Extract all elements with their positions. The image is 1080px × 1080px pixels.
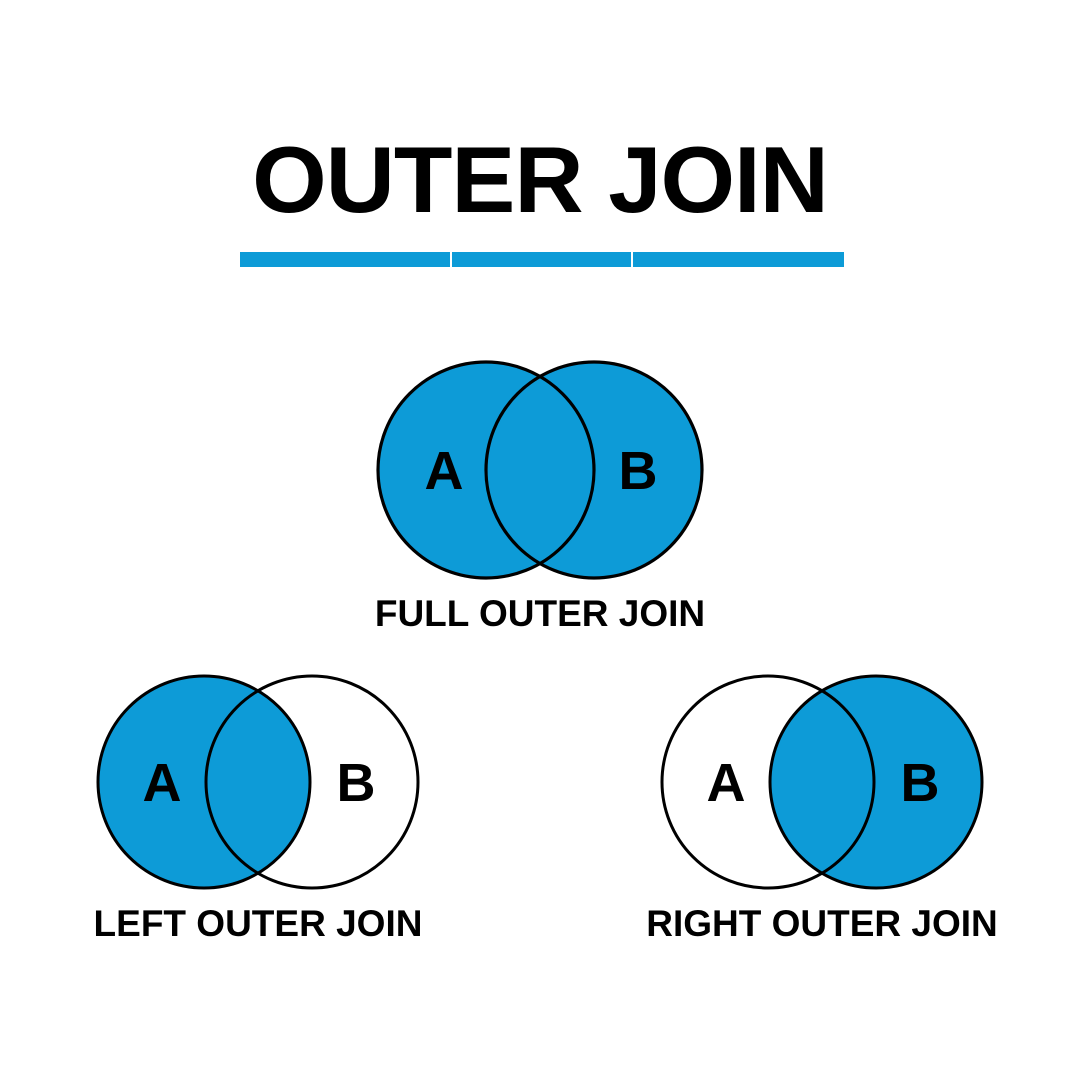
page-title: OUTER JOIN: [0, 132, 1080, 228]
venn-circle-b-outline: [204, 674, 420, 890]
title-underline-segment-3: [633, 252, 844, 267]
venn-circle-b-outline: [484, 360, 704, 580]
venn-circle-a-outline: [660, 674, 876, 890]
title-underline-segment-2: [452, 252, 631, 267]
venn-caption-left-outer-join: LEFT OUTER JOIN: [93, 903, 423, 944]
venn-label-b: B: [901, 753, 940, 813]
venn-diagram-left-outer-join: A B LEFT OUTER JOIN: [92, 668, 424, 944]
venn-diagram-right-outer-join: A B RIGHT OUTER JOIN: [646, 668, 998, 944]
venn-circle-b-outline: [768, 674, 984, 890]
venn-diagram-full-outer-join: A B FULL OUTER JOIN: [372, 356, 708, 634]
venn-label-b: B: [337, 753, 376, 813]
title-underline: [240, 252, 844, 267]
title-underline-gap-1: [450, 252, 452, 267]
venn-caption-full-outer-join: FULL OUTER JOIN: [374, 593, 706, 634]
venn-region-intersection: [770, 676, 874, 888]
venn-circle-a-outline: [376, 360, 596, 580]
venn-circle-a-outline: [96, 674, 312, 890]
venn-label-a: A: [707, 753, 746, 813]
venn-region-intersection: [486, 362, 594, 578]
title-underline-gap-2: [631, 252, 633, 267]
venn-label-b: B: [619, 441, 658, 501]
venn-caption-right-outer-join: RIGHT OUTER JOIN: [646, 903, 998, 944]
venn-region-intersection: [206, 676, 310, 888]
title-underline-segment-1: [240, 252, 450, 267]
venn-label-a: A: [143, 753, 182, 813]
venn-label-a: A: [425, 441, 464, 501]
page-title-text: OUTER JOIN: [252, 127, 829, 232]
